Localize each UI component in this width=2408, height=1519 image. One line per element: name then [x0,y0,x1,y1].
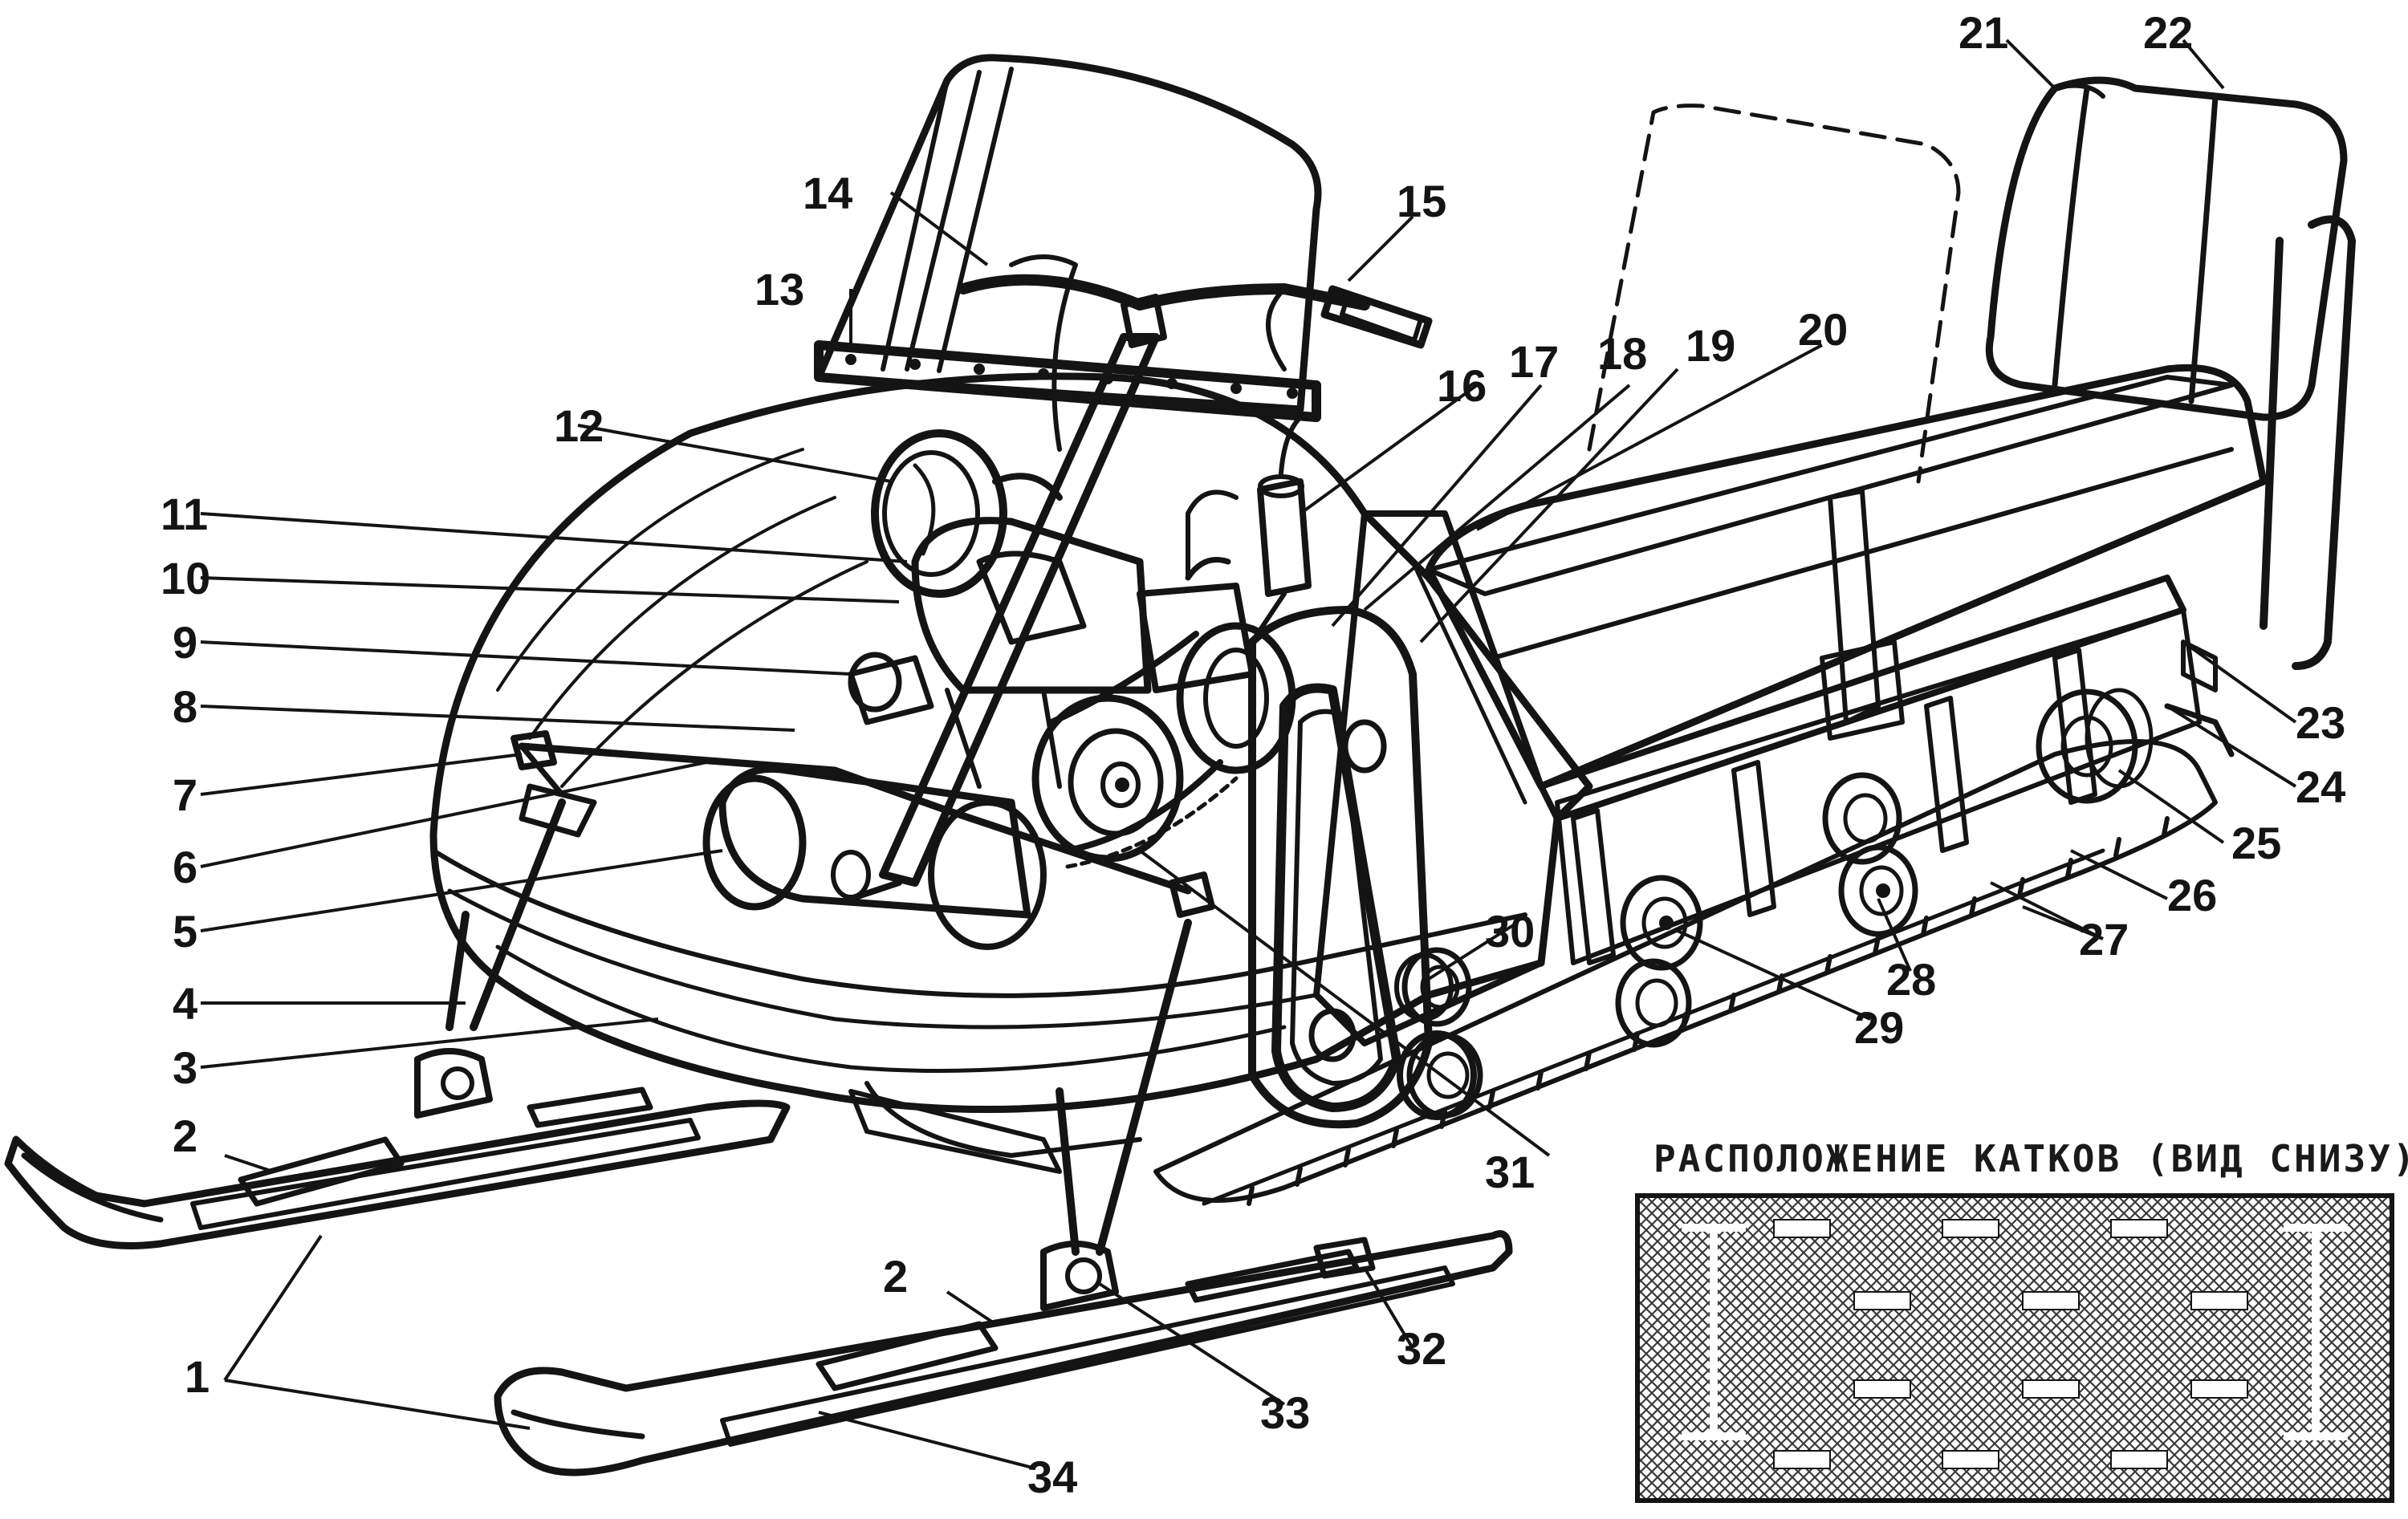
inset-bottom-view: РАСПОЛОЖЕНИЕ КАТКОВ (ВИД СНИЗУ) [1635,1137,2408,1503]
callout-labels: 1 2 2 3 4 5 6 7 8 9 10 11 12 13 14 15 16… [161,7,2345,1502]
chain-case [1248,606,1433,1129]
drive-belt [1048,631,1239,869]
ski-struts [445,783,1192,1256]
seat [1425,364,2268,790]
passenger-outline [1587,104,1961,484]
callout-26: 26 [2167,870,2217,920]
callout-13: 13 [755,264,804,315]
callout-9: 9 [173,617,197,668]
bogie-wheel [1822,772,1902,865]
headlight [871,429,1063,598]
driven-pulley [1176,622,1296,774]
callout-7: 7 [173,770,197,820]
callout-27: 27 [2079,914,2129,965]
tie-rods [510,730,1215,918]
callout-24: 24 [2296,762,2345,812]
bogie-wheel [1838,844,1918,937]
callout-12: 12 [554,400,604,451]
callout-3: 3 [173,1042,197,1093]
ski-right [494,1230,1513,1476]
callout-31: 31 [1485,1147,1535,1197]
callout-6: 6 [173,842,197,892]
callout-30: 30 [1485,906,1535,956]
bogie-wheel [1620,875,1703,971]
callout-25: 25 [2231,818,2281,868]
callout-23: 23 [2296,697,2345,748]
callout-21: 21 [1959,7,2008,58]
callout-2: 2 [883,1251,908,1302]
callout-28: 28 [1886,954,1936,1005]
callout-19: 19 [1686,320,1735,371]
windshield [814,54,1322,422]
callout-1: 1 [185,1351,209,1402]
inset-rails [1682,1224,2348,1440]
callout-20: 20 [1798,304,1848,355]
ski-left [4,1048,791,1249]
callout-29: 29 [1854,1002,1904,1053]
callout-14: 14 [803,168,852,218]
inset-panel [1635,1193,2394,1503]
leader-lines [200,39,2297,1470]
fuel-tank [702,765,1047,950]
callout-22: 22 [2143,7,2193,58]
inset-wheel-marks [1773,1219,2248,1469]
callout-17: 17 [1509,336,1559,387]
callout-2: 2 [173,1111,197,1161]
callout-32: 32 [1397,1323,1446,1374]
callout-34: 34 [1027,1452,1077,1502]
rear-idler [2036,640,2235,804]
callout-11: 11 [161,489,208,539]
handlebar [958,254,1433,452]
inset-title: РАСПОЛОЖЕНИЕ КАТКОВ (ВИД СНИЗУ) [1653,1137,2408,1180]
backrest [1985,76,2356,670]
callout-4: 4 [173,978,197,1029]
callout-15: 15 [1397,176,1446,226]
front-drive-wheel [1394,952,1477,1120]
callout-16: 16 [1437,360,1487,411]
track [1153,739,2218,1206]
ignition-coil [1186,415,1312,644]
callout-5: 5 [173,906,197,956]
callout-10: 10 [161,553,210,603]
bogie-wheel [1615,958,1692,1048]
callout-33: 33 [1260,1387,1310,1438]
callout-18: 18 [1597,328,1647,379]
callout-8: 8 [173,681,197,732]
